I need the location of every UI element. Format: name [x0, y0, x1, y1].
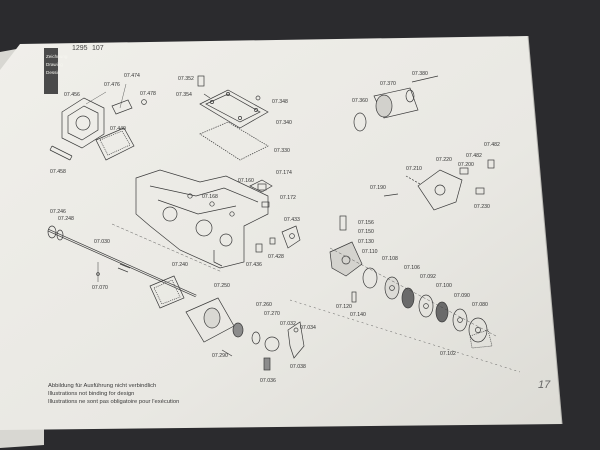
part-label: 07.352	[178, 76, 194, 82]
part-label: 07.478	[140, 91, 156, 97]
part-label: 07.100	[436, 283, 452, 289]
part-label: 07.246	[50, 209, 66, 215]
lower-assembly	[149, 275, 305, 371]
part-label: 07.240	[172, 262, 188, 268]
part-label: 07.168	[202, 194, 218, 200]
part-label: 07.270	[264, 311, 280, 317]
cover-plate	[197, 75, 269, 161]
part-label: 07.474	[124, 73, 140, 79]
part-label: 07.102	[440, 351, 456, 357]
part-label: 07.174	[276, 170, 292, 176]
part-label: 07.330	[274, 148, 290, 154]
part-label: 07.120	[336, 304, 352, 310]
part-label: 07.248	[58, 216, 74, 222]
part-label: 07.092	[420, 274, 436, 280]
part-label: 07.340	[276, 120, 292, 126]
part-label: 07.150	[358, 229, 374, 235]
footer-note-en: Illustrations not binding for design	[48, 391, 134, 397]
handwritten-mark: 17	[538, 379, 551, 391]
part-label: 07.428	[268, 254, 284, 260]
part-label: 07.190	[370, 185, 386, 191]
exploded-drawing	[47, 75, 521, 373]
part-label: 07.030	[94, 239, 110, 245]
header-page: 107	[92, 45, 104, 52]
part-label: 07.070	[92, 285, 108, 291]
part-label: 07.348	[272, 99, 288, 105]
part-label: 07.476	[104, 82, 120, 88]
drive-shaft	[47, 223, 223, 298]
part-label: 07.140	[350, 312, 366, 318]
gearbox-housing	[135, 169, 301, 269]
side-tab-line-3: Dessin	[46, 70, 60, 75]
part-label: 07.433	[284, 217, 300, 223]
disc-series	[329, 215, 497, 349]
part-label: 07.354	[176, 92, 192, 98]
paper-edge	[527, 35, 563, 425]
right-bracket	[383, 159, 495, 211]
side-tab-line-2: Drawing	[46, 62, 63, 67]
part-label: 07.036	[260, 378, 276, 384]
part-label: 07.034	[300, 325, 316, 331]
part-label: 07.106	[404, 265, 420, 271]
part-label: 07.370	[380, 81, 396, 87]
part-label: 07.436	[246, 262, 262, 268]
part-label: 07.200	[458, 162, 474, 168]
part-label: 07.038	[290, 364, 306, 370]
part-label: 07.260	[256, 302, 272, 308]
side-tab: Zeichnung Drawing Dessin	[44, 48, 68, 94]
part-label: 07.090	[454, 293, 470, 299]
part-label: 07.172	[280, 195, 296, 201]
side-tab-line-1: Zeichnung	[46, 54, 68, 59]
header-code: 1295	[72, 45, 88, 52]
part-label: 07.290	[212, 353, 228, 359]
part-label: 07.360	[352, 98, 368, 104]
part-label: 07.210	[406, 166, 422, 172]
paper-sheet	[0, 36, 562, 430]
part-label: 07.482	[466, 153, 482, 159]
part-label: 07.108	[382, 256, 398, 262]
housing-upper-left	[49, 83, 147, 161]
part-label: 07.080	[472, 302, 488, 308]
part-label: 07.110	[362, 249, 378, 255]
part-label: 07.458	[50, 169, 66, 175]
part-labels: 07.476 07.474 07.478 07.456 07.440 07.458 07.3…	[50, 71, 500, 384]
part-label: 07.220	[436, 157, 452, 163]
pump-unit	[353, 75, 439, 132]
part-label: 07.160	[238, 178, 254, 184]
assembly-guide	[289, 299, 521, 373]
part-label: 07.230	[474, 204, 490, 210]
part-label: 07.250	[214, 283, 230, 289]
part-label: 07.156	[358, 220, 374, 226]
part-label: 07.032	[280, 321, 296, 327]
part-label: 07.130	[358, 239, 374, 245]
footer-note-de: Abbildung für Ausführung nicht verbindli…	[48, 383, 156, 389]
part-label: 07.380	[412, 71, 428, 77]
footer-note-fr: Illustrations ne sont pas obligatoire po…	[48, 399, 179, 405]
part-label: 07.440	[110, 126, 126, 132]
part-label: 07.456	[64, 92, 80, 98]
part-label: 07.482	[484, 142, 500, 148]
